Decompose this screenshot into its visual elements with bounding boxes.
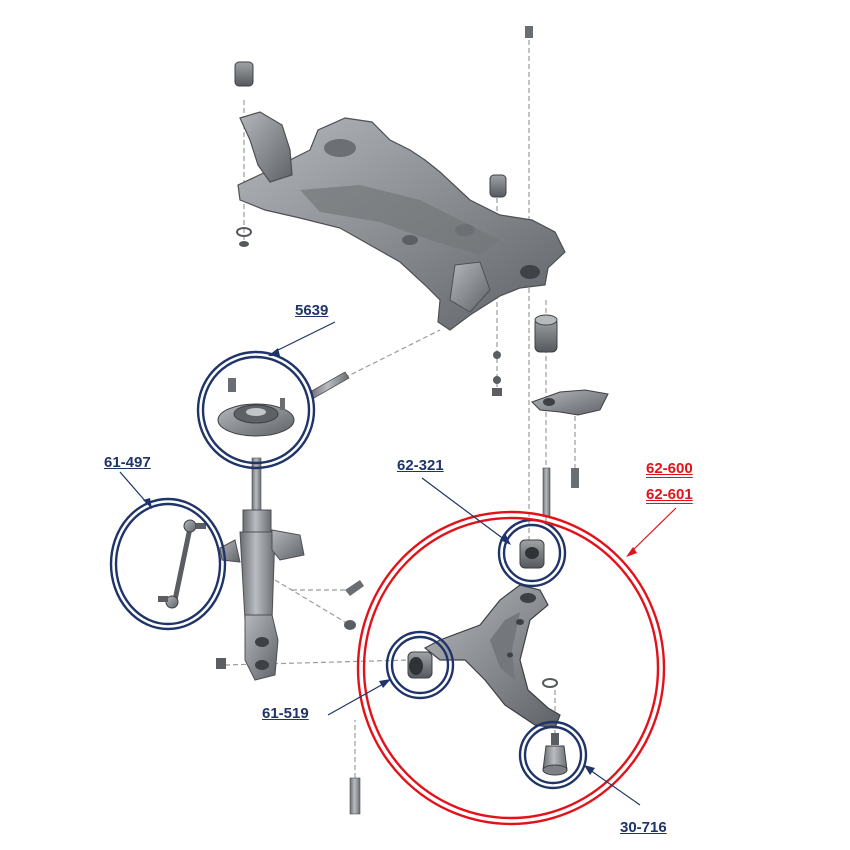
callout-30-716 [518, 720, 588, 790]
callout-61-519 [385, 630, 455, 700]
strut-shock [216, 457, 364, 681]
control-arm-front-bushing [407, 651, 433, 679]
callout-61-497 [109, 497, 227, 631]
mount-bolt [309, 371, 350, 399]
control-arm-rear-bushing [519, 539, 545, 569]
stabilizer-link [158, 519, 206, 609]
label-30-716: 30-716 [620, 819, 667, 836]
callout-5639 [196, 350, 316, 470]
strut-top-mount [217, 378, 295, 437]
callout-62-600 [356, 510, 666, 826]
label-61-497: 61-497 [104, 454, 151, 471]
callout-circles [109, 350, 666, 826]
rear-bushing-bracket [492, 314, 609, 517]
leader-lines [119, 321, 677, 806]
label-62-601: 62-601 [646, 486, 693, 503]
ball-joint [542, 678, 568, 776]
label-62-321: 62-321 [397, 457, 444, 474]
arm-bolt [349, 777, 361, 815]
subframe [234, 26, 566, 331]
control-arm [423, 584, 561, 729]
label-62-600: 62-600 [646, 460, 693, 477]
label-5639: 5639 [295, 302, 329, 319]
label-61-519: 61-519 [262, 705, 309, 722]
